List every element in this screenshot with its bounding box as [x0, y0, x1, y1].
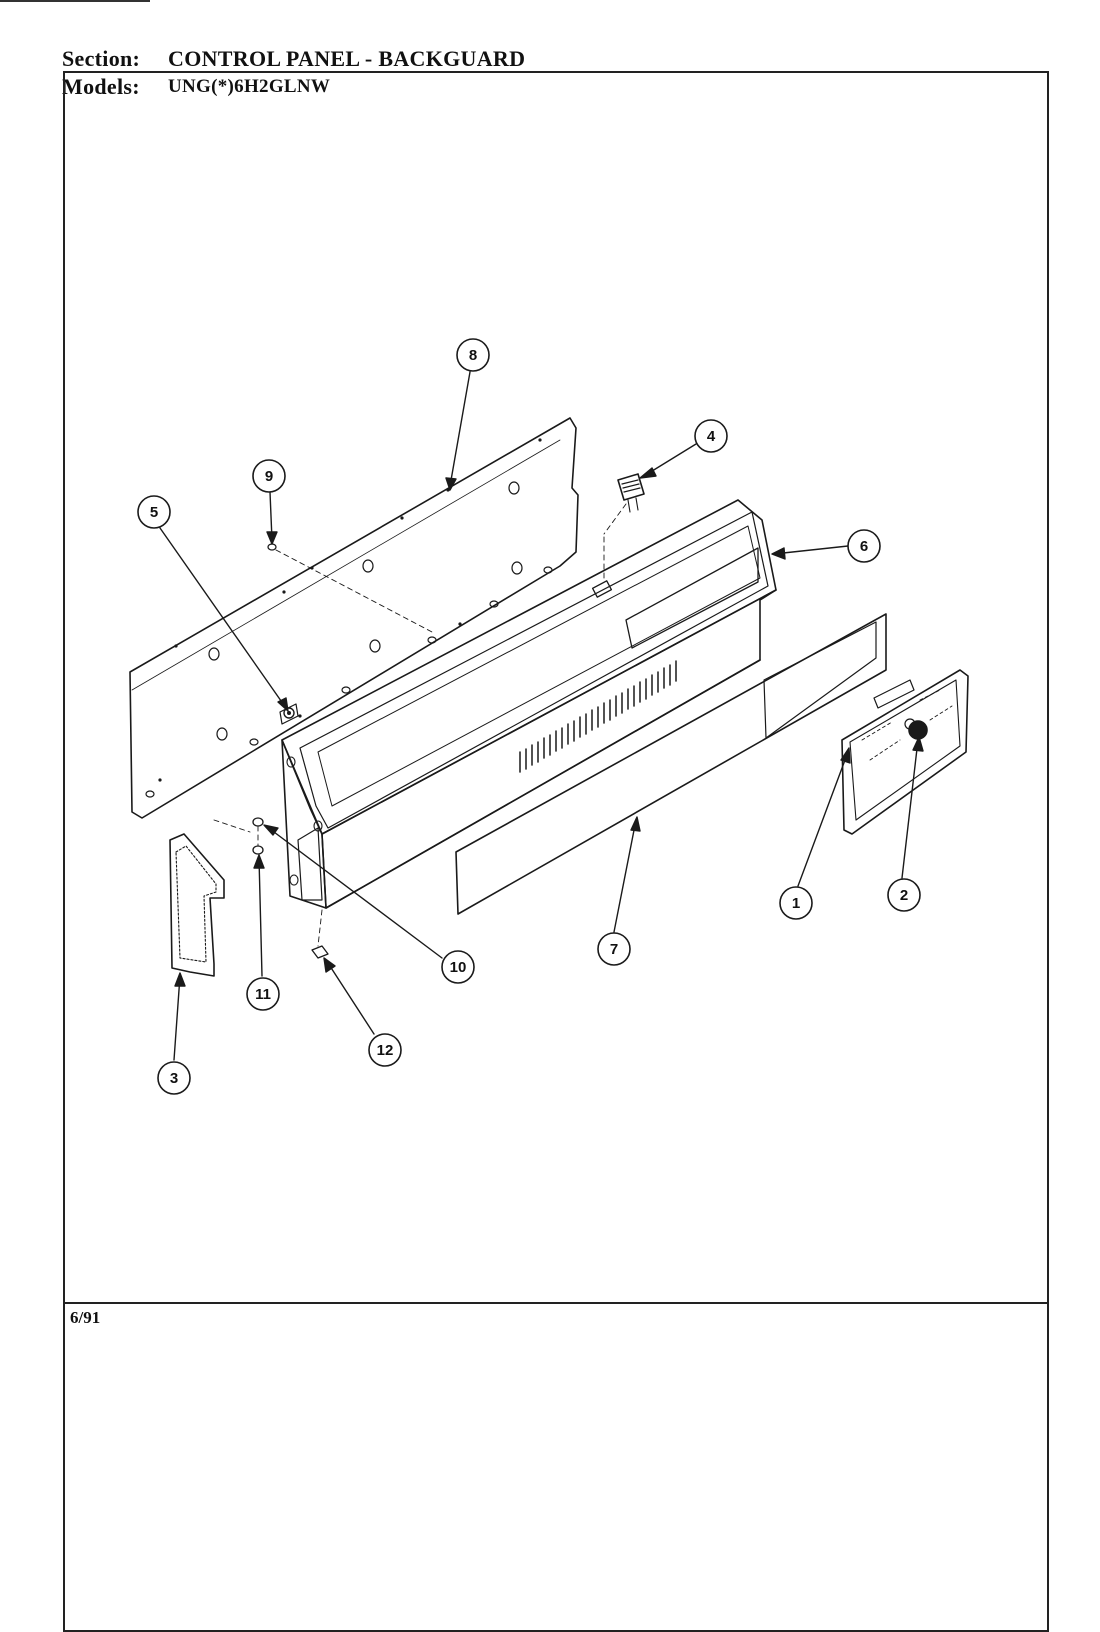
callout-3-label: 3 [170, 1070, 178, 1087]
callout-6: 6 [847, 529, 881, 563]
callout-6-label: 6 [860, 538, 868, 555]
callout-7-label: 7 [610, 941, 618, 958]
callout-12-label: 12 [377, 1042, 394, 1059]
callout-10: 10 [441, 950, 475, 984]
part-7-overlay-trim [455, 613, 887, 915]
callout-1: 1 [779, 886, 813, 920]
part-8-rear-panel [129, 417, 579, 819]
callout-5: 5 [137, 495, 171, 529]
callout-12: 12 [368, 1033, 402, 1067]
part-11-washer [252, 845, 264, 855]
callout-5-label: 5 [150, 504, 158, 521]
section-label: Section: [62, 46, 141, 71]
exploded-parts-diagram: 8 4 9 5 6 1 2 7 10 11 12 3 [129, 338, 969, 1095]
alignment-lines [213, 503, 627, 947]
part-9-screw [267, 543, 277, 551]
callout-4: 4 [694, 419, 728, 453]
part-12-clip [311, 945, 329, 959]
callout-9-label: 9 [265, 468, 273, 485]
footer-divider [63, 1302, 1049, 1304]
callout-9: 9 [252, 459, 286, 493]
models-label: Models: [62, 74, 140, 99]
part-2-knob [904, 718, 928, 740]
callout-3: 3 [157, 1061, 191, 1095]
part-4-switch [617, 473, 645, 513]
callout-10-label: 10 [450, 959, 467, 976]
callout-8: 8 [456, 338, 490, 372]
callouts: 8 4 9 5 6 1 2 7 10 11 12 3 [137, 338, 921, 1095]
callout-1-label: 1 [792, 895, 800, 912]
part-3-end-cap [169, 833, 225, 977]
section-title: CONTROL PANEL - BACKGUARD [168, 46, 526, 71]
callout-8-label: 8 [469, 347, 477, 364]
part-6-control-panel-housing [281, 499, 777, 909]
part-1-clock-bezel [841, 669, 969, 835]
callout-2: 2 [887, 878, 921, 912]
header-rule [0, 0, 150, 2]
callout-4-label: 4 [707, 428, 716, 445]
leader-lines [159, 371, 924, 1061]
revision-date: 6/91 [70, 1308, 101, 1327]
callout-11: 11 [246, 977, 280, 1011]
part-10-screw [252, 817, 264, 827]
models-value: UNG(*)6H2GLNW [168, 76, 331, 97]
callout-7: 7 [597, 932, 631, 966]
callout-11-label: 11 [255, 986, 271, 1003]
callout-2-label: 2 [900, 887, 908, 904]
